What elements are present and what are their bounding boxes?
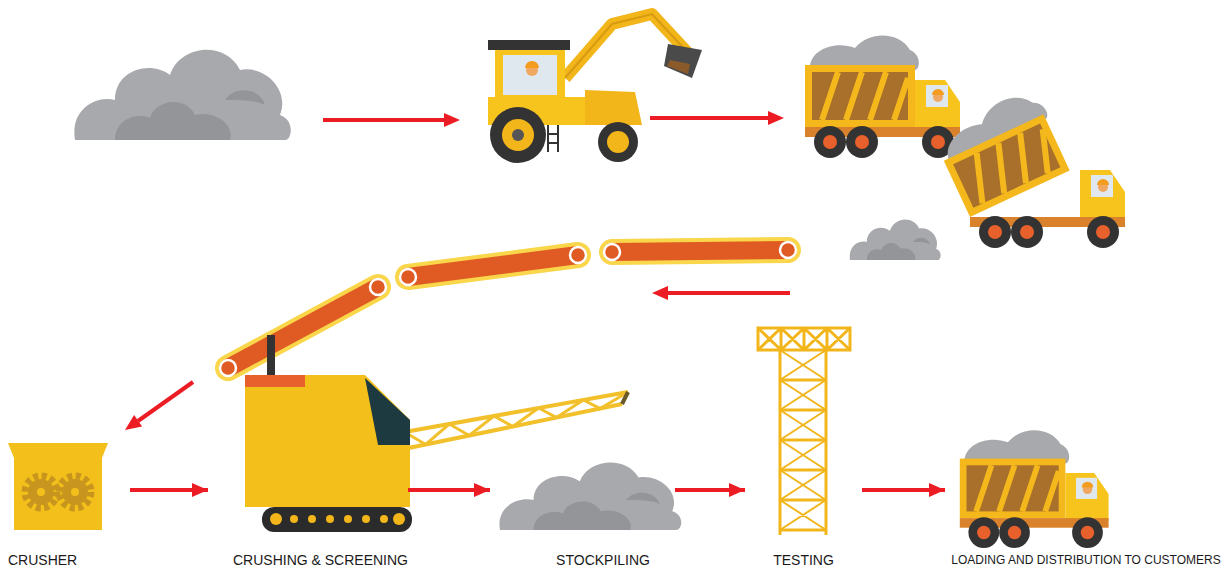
stage-label: TESTING (745, 552, 862, 568)
flow-arrow (862, 488, 945, 492)
gear-hole (71, 488, 79, 496)
track-wheel (308, 515, 316, 523)
operator-helmet (525, 61, 539, 68)
belt-roller (780, 242, 796, 258)
track-wheel (362, 515, 370, 523)
belt-roller (370, 279, 386, 295)
excavator-bucket (664, 44, 702, 78)
stockpile (499, 462, 681, 530)
crusher-illustration (8, 443, 108, 530)
belt-roller (570, 247, 586, 263)
excavator (488, 14, 702, 163)
stage-label: STOCKPILING (490, 552, 650, 568)
wheel-rim (502, 119, 534, 151)
gear-teeth (59, 476, 91, 508)
raw-material-pile (74, 50, 290, 140)
bucket-soil (667, 60, 690, 74)
flow-arrow (408, 488, 490, 492)
stage-label: CRUSHING & SCREENING (208, 552, 408, 568)
tower-frame (780, 350, 826, 535)
gear-hole (37, 488, 45, 496)
arrow-head (652, 286, 668, 300)
body-stripe (245, 375, 305, 387)
dumped-pile (850, 219, 941, 260)
gear (62, 479, 88, 505)
stage-node: STOCKPILING (490, 430, 675, 568)
crusher-body (14, 458, 102, 530)
dump-truck (805, 35, 960, 158)
belt-outline (228, 250, 788, 368)
boom-tip (622, 392, 628, 404)
loading-truck (960, 430, 1109, 548)
track-wheel (344, 515, 352, 523)
gear-teeth (25, 476, 57, 508)
excavator-cab (495, 50, 565, 100)
track-wheel (393, 513, 405, 525)
crusher-hopper (8, 443, 108, 458)
conveyor-belt (220, 242, 796, 376)
belt-roller (400, 269, 416, 285)
rear-wheel (490, 107, 546, 163)
excavator-ladder (548, 125, 558, 152)
belt-roller (220, 360, 236, 376)
wheel-rim (607, 131, 629, 153)
excavator-hood (585, 90, 642, 125)
arrow-head (444, 113, 460, 127)
gear (28, 479, 54, 505)
flow-arrow (130, 488, 208, 492)
stage-node: CRUSHER (0, 430, 130, 568)
belt-rollers (220, 242, 796, 376)
truck-base (970, 170, 1125, 248)
stage-label: CRUSHER (8, 552, 130, 568)
flow-arrow (650, 116, 769, 120)
tower-platform (758, 328, 850, 350)
tower-bracing (780, 350, 826, 530)
track-wheel (326, 515, 334, 523)
testing-tower (758, 328, 850, 535)
flow-arrows (125, 111, 790, 430)
machine-track (262, 507, 412, 532)
wheel-hub (512, 129, 524, 141)
arrow-head (125, 415, 142, 430)
belt-surface (228, 250, 788, 368)
front-wheel (598, 122, 638, 162)
belt-roller (604, 244, 620, 260)
tipping-truck (931, 86, 1125, 248)
flow-arrow (667, 291, 790, 295)
track-wheel (290, 515, 298, 523)
track-wheel (380, 515, 388, 523)
cab-roof (488, 40, 570, 50)
flow-arrow (675, 488, 745, 492)
exhaust-stack (267, 335, 275, 380)
stage-node: LOADING AND DISTRIBUTION TO CUSTOMERS (945, 430, 1227, 568)
tipping-bed (931, 86, 1073, 217)
flow-arrow (138, 382, 193, 421)
flow-arrow (323, 118, 445, 122)
track-wheels (270, 513, 405, 525)
cab-window (503, 55, 557, 95)
stage-node: CRUSHING & SCREENING (208, 430, 408, 568)
stage-node: TESTING (745, 430, 862, 568)
machine-body (245, 375, 410, 507)
track-wheel (270, 513, 282, 525)
platform-bracing (758, 328, 850, 350)
machine-window (365, 378, 410, 445)
stage-label: LOADING AND DISTRIBUTION TO CUSTOMERS (945, 552, 1227, 568)
arrow-head (768, 111, 784, 125)
